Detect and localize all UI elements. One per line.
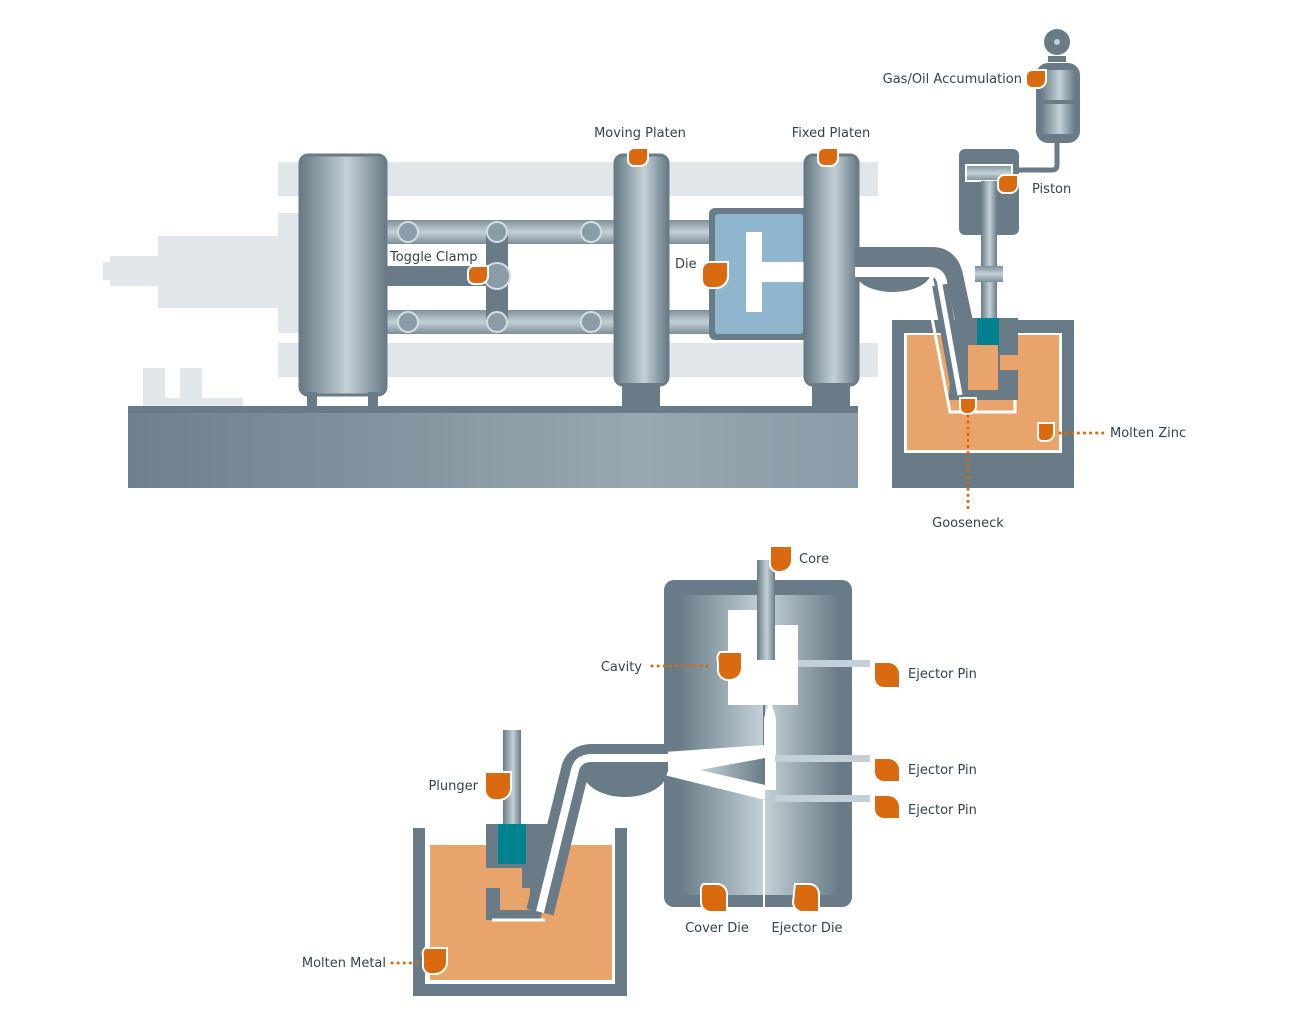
label-molten-zinc: Molten Zinc	[1110, 426, 1186, 441]
machine-base	[128, 406, 858, 488]
toggle-joints	[397, 221, 602, 333]
marker-ejector-die	[791, 883, 820, 913]
label-ejector-pin-2: Ejector Pin	[908, 763, 977, 778]
label-fixed-platen: Fixed Platen	[792, 126, 871, 141]
label-toggle-clamp: Toggle Clamp	[389, 250, 478, 265]
label-molten-metal: Molten Metal	[302, 956, 386, 971]
marker-ejector-pin-3	[873, 794, 901, 820]
label-ejector-die: Ejector Die	[771, 921, 842, 936]
label-ejector-pin-1: Ejector Pin	[908, 667, 977, 682]
label-ejector-pin-3: Ejector Pin	[908, 803, 977, 818]
label-gas-oil-accumulation: Gas/Oil Accumulation	[883, 72, 1022, 87]
leaders-top	[966, 414, 1106, 510]
hot-chamber-machine: Gas/Oil Accumulation Moving Platen Fixed…	[103, 29, 1186, 531]
marker-molten-zinc	[1037, 422, 1055, 442]
marker-moving-platen	[627, 147, 649, 167]
die-blocks	[664, 560, 870, 907]
marker-die	[701, 261, 729, 289]
accumulator	[1010, 29, 1080, 173]
piston-cylinder	[959, 149, 1019, 326]
markers-bottom	[421, 545, 901, 975]
rear-platen	[298, 153, 388, 406]
label-piston: Piston	[1032, 182, 1071, 197]
fixed-platen	[803, 153, 860, 408]
marker-molten-metal	[421, 947, 448, 975]
markers-top	[467, 69, 1055, 442]
label-core: Core	[799, 552, 829, 567]
marker-core	[769, 545, 793, 573]
label-cavity: Cavity	[601, 660, 642, 675]
die-detail: Core Cavity Ejector Pin Ejector Pin Ejec…	[302, 545, 977, 996]
marker-cavity	[716, 651, 743, 681]
marker-gas-oil	[1025, 69, 1047, 89]
marker-ejector-pin-2	[873, 757, 901, 783]
zinc-pot	[892, 283, 1074, 488]
labels-top: Gas/Oil Accumulation Moving Platen Fixed…	[389, 72, 1186, 531]
label-die: Die	[675, 257, 697, 272]
marker-ejector-pin-1	[873, 661, 901, 689]
marker-piston	[997, 174, 1019, 194]
marker-fixed-platen	[817, 147, 839, 167]
label-moving-platen: Moving Platen	[594, 126, 686, 141]
label-plunger: Plunger	[428, 779, 478, 794]
moving-platen	[613, 153, 670, 408]
detail-gooseneck	[492, 744, 668, 922]
label-cover-die: Cover Die	[685, 921, 749, 936]
marker-gooseneck	[959, 397, 977, 415]
marker-plunger	[484, 771, 512, 801]
label-gooseneck: Gooseneck	[932, 516, 1004, 531]
labels-bottom: Core Cavity Ejector Pin Ejector Pin Ejec…	[302, 552, 977, 971]
ejector-pins	[775, 660, 870, 802]
marker-cover-die	[699, 883, 728, 913]
gooseneck-pipe	[855, 247, 987, 396]
marker-toggle-clamp	[467, 265, 489, 285]
leaders-bottom	[390, 664, 714, 965]
